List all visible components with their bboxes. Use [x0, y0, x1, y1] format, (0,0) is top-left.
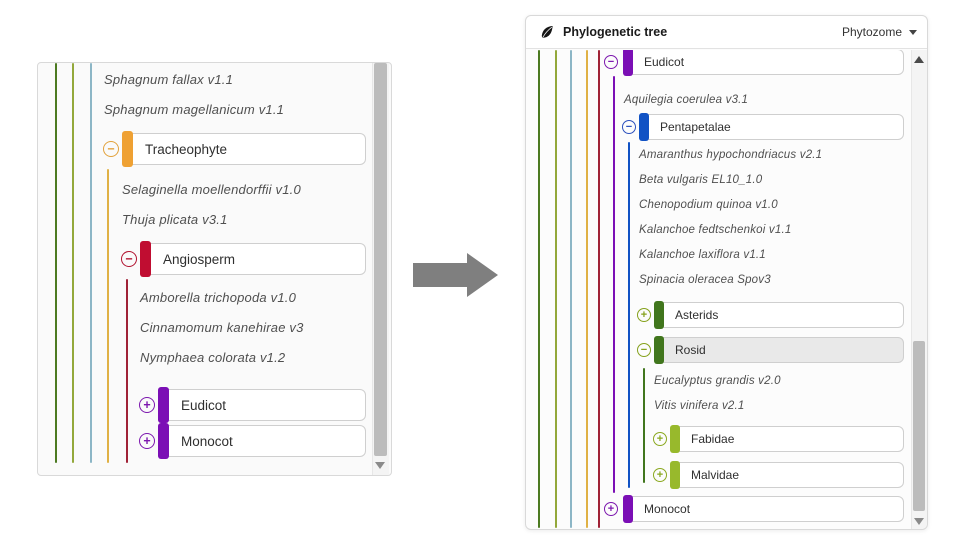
- clade-color-bar: [670, 461, 680, 489]
- clade-box[interactable]: Monocot: [623, 495, 904, 523]
- clade-color-bar: [623, 50, 633, 76]
- expand-toggle-icon[interactable]: +: [139, 433, 155, 449]
- expand-toggle-icon[interactable]: +: [139, 397, 155, 413]
- scrollbar-thumb[interactable]: [374, 63, 387, 456]
- tree-viewport: − Eudicot Aquilegia coerulea v3.1 − Pent…: [526, 50, 927, 529]
- lineage-line-angiosperm: [126, 279, 128, 463]
- lineage-line-3: [90, 63, 92, 463]
- lineage-line-2: [72, 63, 74, 463]
- expand-toggle-icon[interactable]: +: [653, 468, 667, 482]
- clade-color-bar: [670, 425, 680, 453]
- clade-label: Pentapetalae: [660, 120, 731, 134]
- panel-title: Phylogenetic tree: [563, 25, 668, 39]
- clade-color-bar: [158, 387, 169, 423]
- species-row[interactable]: Aquilegia coerulea v3.1: [624, 94, 749, 106]
- lineage-line-rosid: [643, 368, 645, 483]
- species-row[interactable]: Nymphaea colorata v1.2: [140, 350, 286, 365]
- species-row[interactable]: Sphagnum magellanicum v1.1: [104, 102, 285, 117]
- arrow-shape: [413, 253, 498, 297]
- clade-box[interactable]: Asterids: [654, 301, 904, 329]
- expand-toggle-icon[interactable]: +: [604, 502, 618, 516]
- species-row[interactable]: Selaginella moellendorffii v1.0: [122, 182, 301, 197]
- species-row[interactable]: Spinacia oleracea Spov3: [639, 274, 771, 286]
- clade-color-bar: [158, 423, 169, 459]
- species-row[interactable]: Vitis vinifera v2.1: [654, 400, 745, 412]
- clade-box-selected[interactable]: Rosid: [654, 336, 904, 364]
- collapse-toggle-icon[interactable]: −: [604, 55, 618, 69]
- scroll-down-arrow-icon[interactable]: [375, 462, 385, 469]
- lineage-line-tracheophyte: [107, 169, 109, 463]
- clade-label: Eudicot: [644, 55, 685, 69]
- clade-color-bar: [623, 495, 633, 523]
- panel-header: Phylogenetic tree Phytozome: [526, 16, 927, 49]
- clade-label: Eudicot: [181, 397, 227, 413]
- species-row[interactable]: Amaranthus hypochondriacus v2.1: [639, 149, 823, 161]
- clade-box[interactable]: Pentapetalae: [639, 113, 904, 141]
- clade-color-bar: [654, 301, 664, 329]
- clade-box[interactable]: Eudicot: [158, 387, 366, 423]
- expand-toggle-icon[interactable]: +: [637, 308, 651, 322]
- clade-label: Monocot: [644, 502, 691, 516]
- clade-label: Malvidae: [691, 468, 740, 482]
- phylo-tree-panel-before: Sphagnum fallax v1.1 Sphagnum magellanic…: [37, 62, 392, 476]
- species-row[interactable]: Sphagnum fallax v1.1: [104, 72, 234, 87]
- clade-label: Asterids: [675, 308, 719, 322]
- lineage-line-eudicot: [613, 76, 615, 493]
- clade-label: Monocot: [181, 433, 233, 449]
- lineage-line-2: [555, 50, 557, 528]
- dropdown-value: Phytozome: [841, 25, 902, 39]
- scrollbar-thumb[interactable]: [913, 341, 925, 511]
- clade-box[interactable]: Tracheophyte: [122, 131, 366, 167]
- lineage-line-1: [55, 63, 57, 463]
- clade-label: Rosid: [675, 343, 706, 357]
- lineage-line-tracheophyte: [586, 50, 588, 528]
- leaf-icon: [541, 26, 553, 38]
- clade-label: Tracheophyte: [145, 141, 228, 157]
- species-row[interactable]: Amborella trichopoda v1.0: [140, 290, 297, 305]
- lineage-line-1: [538, 50, 540, 528]
- clade-color-bar: [639, 113, 649, 141]
- clade-label: Angiosperm: [163, 251, 236, 267]
- species-row[interactable]: Beta vulgaris EL10_1.0: [639, 174, 763, 186]
- species-row[interactable]: Eucalyptus grandis v2.0: [654, 375, 781, 387]
- expand-toggle-icon[interactable]: +: [653, 432, 667, 446]
- clade-box[interactable]: Fabidae: [670, 425, 904, 453]
- clade-box[interactable]: Monocot: [158, 423, 366, 459]
- lineage-line-angiosperm: [598, 50, 600, 528]
- clade-color-bar: [122, 131, 133, 167]
- clade-color-bar: [140, 241, 151, 277]
- scroll-down-arrow-icon[interactable]: [914, 518, 924, 525]
- species-row[interactable]: Kalanchoe fedtschenkoi v1.1: [639, 224, 792, 236]
- collapse-toggle-icon[interactable]: −: [637, 343, 651, 357]
- species-row[interactable]: Cinnamomum kanehirae v3: [140, 320, 304, 335]
- collapse-toggle-icon[interactable]: −: [622, 120, 636, 134]
- phylo-tree-panel-after: Phylogenetic tree Phytozome − Eudicot Aq…: [525, 15, 928, 530]
- collapse-toggle-icon[interactable]: −: [103, 141, 119, 157]
- species-row[interactable]: Kalanchoe laxiflora v1.1: [639, 249, 766, 261]
- clade-label: Fabidae: [691, 432, 735, 446]
- phytozome-dropdown[interactable]: Phytozome: [842, 25, 917, 39]
- scroll-up-arrow-icon[interactable]: [914, 56, 924, 63]
- transition-arrow-icon: [413, 253, 498, 297]
- tree-viewport: Sphagnum fallax v1.1 Sphagnum magellanic…: [38, 63, 391, 475]
- clade-box[interactable]: Eudicot: [623, 50, 904, 76]
- species-row[interactable]: Thuja plicata v3.1: [122, 212, 228, 227]
- clade-box[interactable]: Malvidae: [670, 461, 904, 489]
- species-row[interactable]: Chenopodium quinoa v1.0: [639, 199, 778, 211]
- lineage-line-pentapetalae: [628, 142, 630, 488]
- collapse-toggle-icon[interactable]: −: [121, 251, 137, 267]
- lineage-line-3: [570, 50, 572, 528]
- clade-box[interactable]: Angiosperm: [140, 241, 366, 277]
- clade-color-bar: [654, 336, 664, 364]
- chevron-down-icon: [909, 29, 917, 35]
